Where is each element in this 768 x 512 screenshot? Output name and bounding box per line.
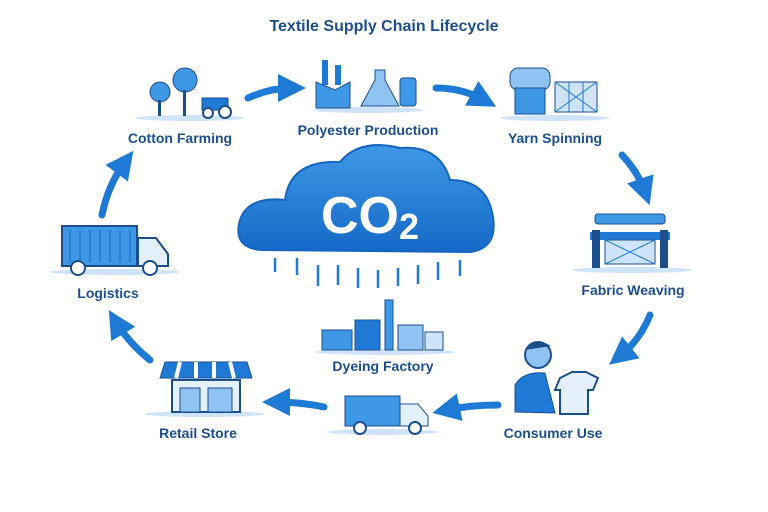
factory-icon bbox=[315, 299, 455, 355]
arrow-truck-to-retail bbox=[262, 388, 328, 417]
truck-icon bbox=[50, 225, 180, 276]
loom-icon bbox=[572, 213, 692, 273]
diagram-title: Textile Supply Chain Lifecycle bbox=[269, 18, 499, 35]
stage-label-retail-store: Retail Store bbox=[159, 425, 237, 441]
arrow-weaving-to-consumer bbox=[609, 311, 654, 365]
stage-label-cotton-farming: Cotton Farming bbox=[127, 130, 233, 146]
co2-cloud-icon bbox=[237, 144, 495, 288]
cotton-farm-icon bbox=[135, 67, 245, 121]
delivery-truck-icon bbox=[328, 395, 438, 435]
stage-label-dyeing-factory: Dyeing Factory bbox=[332, 358, 434, 374]
chemical-factory-icon bbox=[313, 60, 423, 113]
arrow-polyester-to-yarn bbox=[432, 81, 497, 107]
stage-label-consumer-use: Consumer Use bbox=[503, 425, 603, 441]
co2-text: CO bbox=[320, 187, 399, 245]
spinning-machine-icon bbox=[500, 67, 610, 121]
co2-subscript: 2 bbox=[398, 206, 420, 247]
stage-label-fabric-weaving: Fabric Weaving bbox=[581, 282, 685, 298]
stage-label-polyester-production: Polyester Production bbox=[297, 122, 439, 138]
stage-label-logistics: Logistics bbox=[77, 285, 139, 301]
co2-label: CO2 bbox=[321, 186, 419, 248]
person-tshirt-icon bbox=[514, 341, 600, 415]
arrow-retail-to-logistics bbox=[108, 309, 154, 364]
arrow-logistics-to-cotton bbox=[98, 150, 134, 219]
storefront-icon bbox=[145, 361, 265, 417]
stage-label-yarn-spinning: Yarn Spinning bbox=[507, 130, 603, 146]
arrow-cotton-to-polyester bbox=[244, 74, 306, 103]
arrow-yarn-to-weaving bbox=[618, 151, 654, 206]
arrow-consumer-to-truck bbox=[432, 393, 502, 421]
